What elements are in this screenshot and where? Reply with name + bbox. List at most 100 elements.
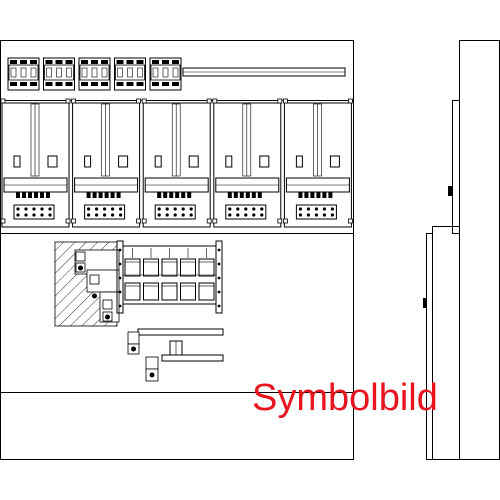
busbar-lower <box>161 354 224 362</box>
meter-fuse-dot <box>173 213 177 217</box>
busbar-screw-upper <box>131 346 136 352</box>
meter-terminal-pin <box>245 192 250 198</box>
breaker-toggle <box>20 67 27 78</box>
meter-slot <box>71 98 142 228</box>
breaker-bottom-terminal <box>55 82 63 86</box>
fuse-cell <box>161 282 178 301</box>
side-view-outline <box>459 40 500 460</box>
plate-terminal-stack <box>74 249 120 323</box>
meter-fuse-dot <box>260 207 264 211</box>
meter-window-right <box>188 155 199 168</box>
meter-fuse-dot <box>252 213 256 217</box>
meter-fuse-carrier <box>84 204 126 220</box>
plate-clamp-3 <box>89 274 100 285</box>
meter-fuse-dot <box>157 213 161 217</box>
meter-terminal-pin <box>328 192 333 198</box>
breaker-top-terminal <box>91 60 98 64</box>
meter-fuse-dot <box>111 213 115 217</box>
breaker-top-terminal <box>30 60 37 64</box>
breaker-toggle <box>137 67 143 78</box>
meter-terminal-pin <box>92 192 97 198</box>
meter-terminal-pin <box>239 192 244 198</box>
breaker-bottom-terminal <box>65 82 73 86</box>
meter-terminal-pin <box>169 192 174 198</box>
meter-terminal-pin <box>86 192 91 198</box>
busbar-clamp-lower <box>145 356 159 370</box>
breaker-top-terminal <box>101 60 108 64</box>
plate-clamp-1 <box>75 251 86 262</box>
fuse-cell <box>180 258 196 277</box>
fuse-terminal-block <box>116 240 223 314</box>
meter-fuse-dot <box>322 213 326 217</box>
meter-corner-screw <box>136 218 142 224</box>
breaker-frame <box>7 57 40 91</box>
breaker-bottom-terminal <box>162 82 169 86</box>
fuse-cell <box>198 282 215 301</box>
meter-window-left <box>295 155 303 168</box>
breaker-top-terminal <box>162 60 169 64</box>
rail-screw-right <box>217 248 221 252</box>
meter-fuse-dot <box>16 213 20 217</box>
fuse-cell <box>143 258 159 277</box>
meter-fuse-dot <box>244 213 248 217</box>
breaker-toggle <box>66 67 72 78</box>
meter-fuse-carrier <box>154 204 196 220</box>
breaker-bottom-terminal <box>30 82 37 86</box>
breaker-bottom-terminal <box>45 82 53 86</box>
meter-corner-screw <box>65 98 71 104</box>
meter-fuse-dot <box>228 213 232 217</box>
meter-fuse-carrier <box>13 204 55 220</box>
meter-fuse-dot <box>314 213 318 217</box>
breaker-toggle <box>127 67 133 78</box>
breaker-body <box>115 64 145 81</box>
meter-slot-frame <box>72 102 141 228</box>
breaker-bottom-terminal <box>20 82 27 86</box>
meter-fuse-dot <box>181 207 185 211</box>
breaker-top-terminal <box>55 60 63 64</box>
meter-corner-screw <box>347 98 353 104</box>
meter-slot <box>0 98 71 228</box>
meter-terminal-pin <box>322 192 327 198</box>
breaker-groups <box>7 57 182 91</box>
side-lower-door <box>426 233 433 460</box>
meter-terminal-pin <box>163 192 168 198</box>
meter-fuse-dot <box>322 207 326 211</box>
meter-corner-screw <box>0 218 6 224</box>
breaker-top-terminal <box>65 60 73 64</box>
breaker-bottom-terminal <box>152 82 159 86</box>
meter-fuse-dot <box>189 213 193 217</box>
plate-screw-3 <box>105 314 110 320</box>
plate-screw-1 <box>78 265 83 271</box>
breaker-body <box>44 64 74 81</box>
breaker-bottom-terminal <box>91 82 98 86</box>
meter-fuse-dot <box>32 213 36 217</box>
plate-clamp-4 <box>102 299 113 310</box>
meter-fuse-dot <box>48 207 52 211</box>
meter-fuse-dot <box>103 207 107 211</box>
meter-fuse-dot <box>95 213 99 217</box>
meter-corner-screw <box>136 98 142 104</box>
breaker-top-terminal <box>81 60 88 64</box>
meter-terminal-pin <box>251 192 256 198</box>
breaker-frame <box>78 57 111 91</box>
meter-slot-frame <box>283 102 352 228</box>
meter-corner-screw <box>141 98 147 104</box>
meter-fuse-dot <box>157 207 161 211</box>
meter-window-left <box>154 155 162 168</box>
breaker-toggle <box>10 67 17 78</box>
busbar-clamp-upper <box>127 331 140 345</box>
meter-slot-frame <box>142 102 211 228</box>
meter-window-right <box>329 155 340 168</box>
meter-terminal-pin <box>40 192 44 198</box>
breaker-top-terminal <box>172 60 179 64</box>
meter-fuse-dot <box>306 207 310 211</box>
breaker-top-terminal <box>20 60 27 64</box>
fuse-cell <box>180 282 196 301</box>
meter-fuse-dot <box>16 207 20 211</box>
meter-terminal-pin <box>116 192 121 198</box>
meter-fuse-dot <box>111 207 115 211</box>
meter-window-left <box>13 155 21 168</box>
meter-corner-screw <box>65 218 71 224</box>
breaker-toggle <box>117 67 123 78</box>
